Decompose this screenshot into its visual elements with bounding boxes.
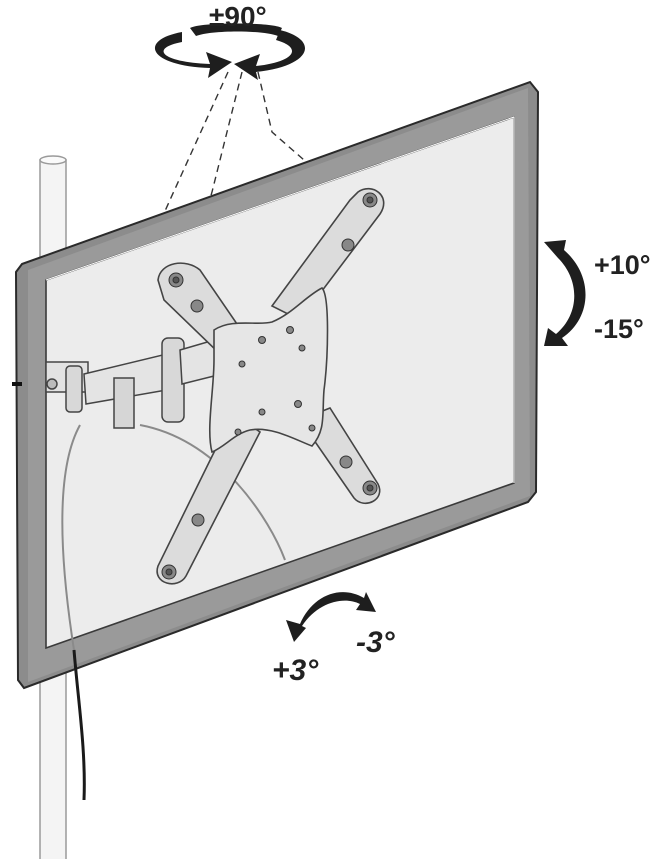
vesa-bracket [156,187,385,585]
rotation-negative-label: -3° [356,626,396,659]
tilt-up-label: +10° [594,250,651,280]
swivel-angle-label: ±90° [209,1,267,32]
tilt-down-label: -15° [594,314,644,344]
tilt-arrow-icon [544,240,586,346]
rotation-positive-label: +3° [272,654,319,687]
rotation-arrow-icon [286,592,376,642]
cable [61,424,286,801]
swivel-arrow-icon [154,23,305,80]
bolt-holes [161,192,378,580]
